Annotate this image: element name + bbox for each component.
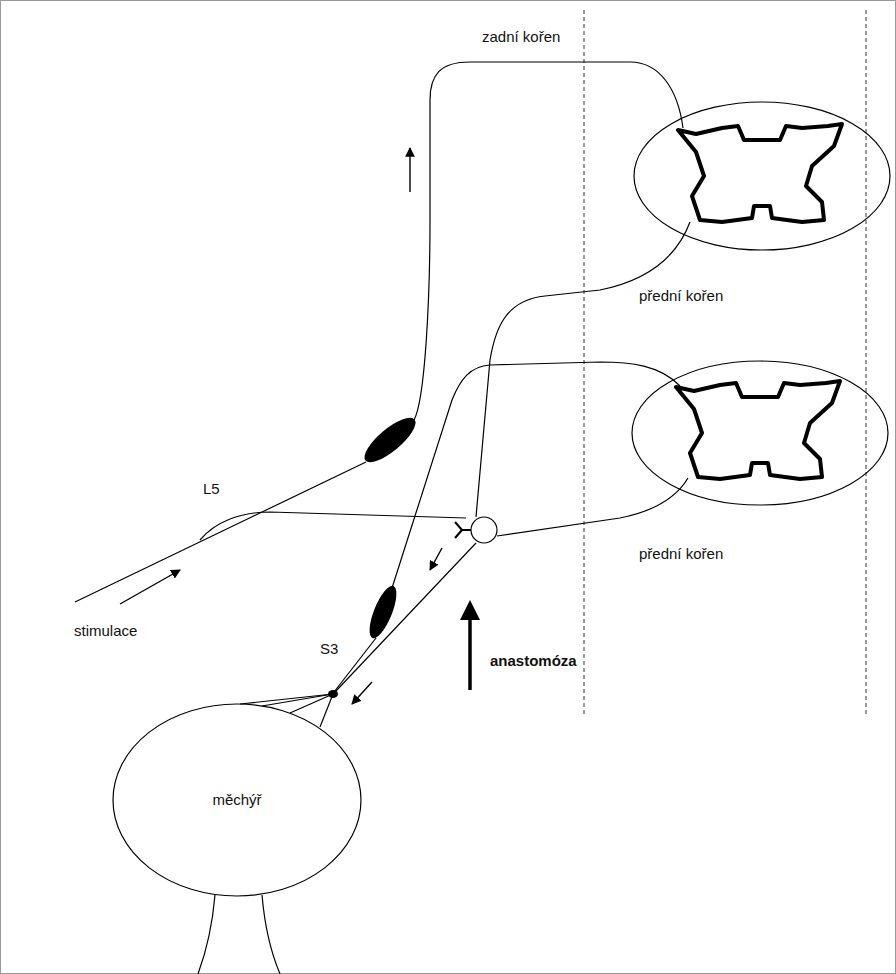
organ-label: měchýř (212, 791, 261, 809)
anastomosis-label: anastomóza (490, 652, 577, 670)
direction-arrow (120, 148, 442, 704)
nerve-fibres (75, 62, 690, 974)
ganglion (364, 583, 402, 642)
root-label: přední kořen (639, 545, 723, 563)
spinal-cord-section (632, 361, 888, 505)
plexus-dot (328, 690, 338, 698)
bladder-ellipse (113, 704, 361, 896)
root-label: zadní kořen (482, 28, 560, 46)
anastomosis-circle (471, 517, 497, 543)
dashed-line (866, 10, 867, 715)
root-label: přední kořen (639, 287, 723, 305)
suture-symbol (455, 522, 471, 538)
ganglion (358, 411, 421, 469)
spinal-cord-section (634, 102, 890, 250)
nerve-label: S3 (320, 640, 338, 658)
bladder-outline: měchýř (112, 703, 362, 897)
anastomosis-arrow (460, 600, 480, 690)
stimulation-label: stimulace (74, 622, 137, 640)
nerve-label: L5 (203, 480, 220, 498)
